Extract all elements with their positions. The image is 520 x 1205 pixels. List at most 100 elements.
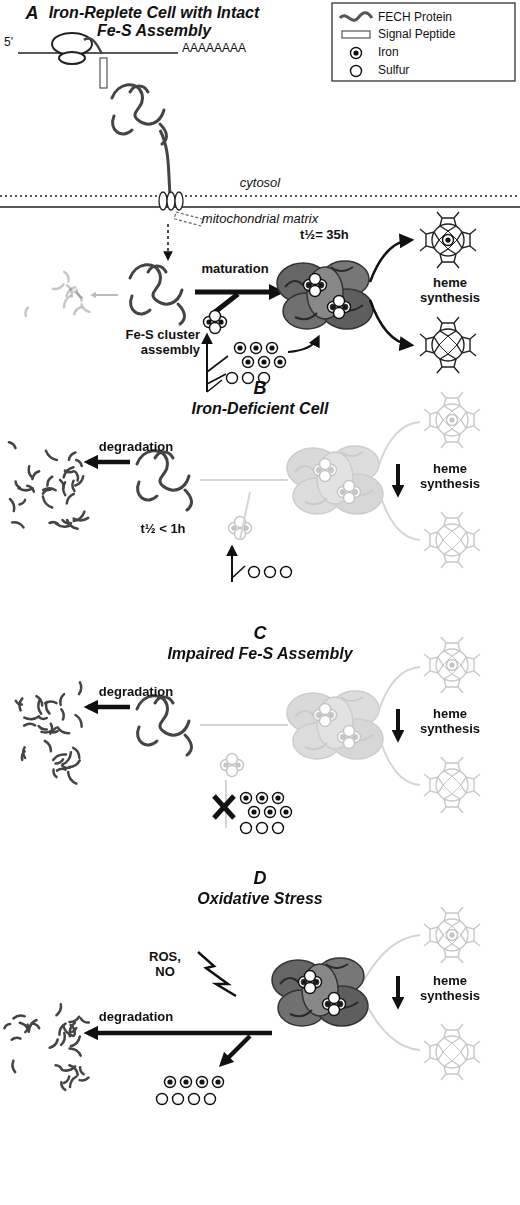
- panel-letter: C: [248, 623, 272, 644]
- protein-fragment: [77, 290, 82, 298]
- legend-text: Sulfur: [378, 64, 510, 78]
- use-shape: [235, 343, 246, 354]
- panel-title: Oxidative Stress: [140, 890, 380, 908]
- process-label: heme synthesis: [408, 462, 492, 492]
- use-shape: [257, 823, 268, 834]
- panel-letter: D: [248, 868, 272, 889]
- process-label: Fe-S cluster assembly: [112, 328, 200, 358]
- protein-fragment: [82, 304, 90, 312]
- protein-fragment: [46, 702, 49, 714]
- panel-title: Iron-Replete Cell with Intact Fe-S Assem…: [44, 4, 264, 41]
- path-shape: [240, 492, 250, 540]
- ellipse-shape: [59, 52, 85, 64]
- ellipse-shape: [167, 192, 175, 210]
- use-shape: [189, 1094, 200, 1105]
- protein-fragment: [38, 700, 41, 714]
- use-shape: [227, 373, 238, 384]
- protein-fragment: [70, 1049, 81, 1056]
- use-shape: [424, 757, 480, 813]
- use-shape: [265, 567, 276, 578]
- panel-title: Iron-Deficient Cell: [140, 400, 380, 418]
- path-shape: [396, 976, 400, 1006]
- protein-fragment: [12, 1061, 15, 1073]
- protein-fragment: [23, 747, 25, 758]
- path-shape: [370, 300, 410, 345]
- legend-iron-sample: [351, 48, 362, 59]
- use-shape: [249, 807, 260, 818]
- path-shape: [364, 1000, 420, 1050]
- legend-text: Signal Peptide: [378, 28, 510, 42]
- protein-fragment: [73, 748, 79, 758]
- rect-shape: [332, 3, 515, 81]
- g-shape: [159, 192, 183, 210]
- protein-fragment: [76, 715, 82, 727]
- path-shape: [396, 464, 400, 494]
- protein-fragment: [60, 694, 64, 705]
- protein-fragment: [70, 1017, 80, 1022]
- path-shape: [207, 356, 228, 392]
- protein-fragment: [9, 442, 16, 448]
- panel-a: [0, 33, 520, 392]
- use-shape: [197, 1077, 208, 1088]
- use-shape: [424, 1024, 480, 1080]
- use-shape: [267, 343, 278, 354]
- path-shape: [378, 667, 420, 713]
- protein-fragment: [69, 453, 76, 460]
- use-shape: [275, 357, 286, 368]
- use-shape: [287, 446, 383, 514]
- path-shape: [214, 796, 234, 818]
- panel-title: Impaired Fe-S Assembly: [130, 645, 390, 663]
- process-label: degradation: [88, 1010, 184, 1025]
- mrna-end: 5': [4, 36, 24, 50]
- protein-fragment: [64, 272, 68, 282]
- protein-fragment: [67, 494, 74, 504]
- protein-fragment: [57, 769, 65, 771]
- path-shape: [0, 206, 520, 208]
- protein-fragment: [61, 1033, 65, 1045]
- protein-fragment: [58, 727, 70, 733]
- path-shape: [88, 705, 130, 710]
- polya-tail: AAAAAAAA: [182, 42, 272, 56]
- path-shape: [378, 422, 420, 468]
- stressor-label: ROS, NO: [140, 950, 190, 980]
- use-shape: [112, 85, 166, 144]
- compartment-label: cytosol: [200, 176, 320, 191]
- protein-fragment: [42, 728, 56, 733]
- protein-fragment: [69, 760, 80, 767]
- protein-fragment: [64, 467, 74, 477]
- use-shape: [137, 451, 191, 510]
- protein-fragment: [39, 726, 47, 729]
- legend-text: Iron: [378, 46, 510, 60]
- protein-fragment: [10, 499, 14, 511]
- use-shape: [137, 696, 191, 755]
- use-shape: [281, 807, 292, 818]
- path-shape: [364, 935, 420, 980]
- protein-fragment: [81, 1018, 89, 1022]
- process-label: degradation: [88, 440, 184, 455]
- protein-fragment: [20, 1023, 29, 1031]
- process-label: heme synthesis: [408, 276, 492, 306]
- protein-fragment: [4, 1024, 10, 1028]
- protein-fragment: [24, 724, 35, 726]
- rect-shape: [174, 212, 203, 226]
- use-shape: [424, 512, 480, 568]
- legend-sulfur-sample: [351, 66, 362, 77]
- protein-fragment: [53, 284, 64, 289]
- use-shape: [287, 691, 383, 759]
- use-shape: [281, 567, 292, 578]
- protein-fragment: [29, 1020, 37, 1032]
- panel-letter: A: [20, 3, 44, 24]
- use-shape: [277, 261, 373, 329]
- protein-fragment: [13, 1016, 24, 1019]
- use-shape: [420, 317, 476, 373]
- protein-fragment: [63, 752, 71, 764]
- use-shape: [173, 1094, 184, 1105]
- protein-fragment: [56, 1065, 62, 1070]
- use-shape: [204, 311, 227, 334]
- protein-fragment: [61, 709, 63, 719]
- use-shape: [241, 793, 252, 804]
- path-shape: [222, 1036, 250, 1064]
- protein-fragment: [24, 716, 39, 719]
- protein-fragment: [43, 497, 52, 508]
- path-shape: [167, 224, 169, 258]
